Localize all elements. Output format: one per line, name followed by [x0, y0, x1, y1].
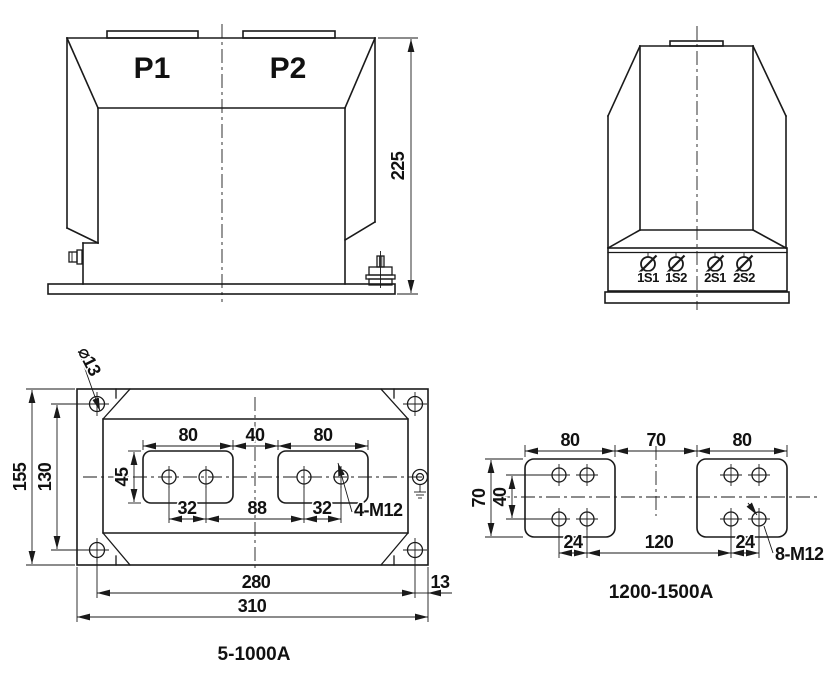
dim-text-32-right: 32: [312, 498, 332, 518]
primary-terminal-label-p2: P2: [270, 52, 307, 85]
pad-right: [696, 458, 788, 538]
dim-text-24-left: 24: [563, 532, 583, 552]
front-view: P1 P2 225: [47, 24, 418, 302]
thread-callout-4m12: 4-M12: [337, 462, 405, 522]
terminal-screw-2s1: [705, 253, 725, 275]
terminal-label-1s1: 1S1: [637, 270, 659, 285]
front-view-outline: [47, 30, 396, 295]
dim-holes-w-280: 280: [96, 558, 416, 598]
thread-callout-8m12: 8-M12: [746, 502, 826, 566]
dim-text-130: 130: [35, 462, 55, 491]
dim-text-88: 88: [247, 498, 267, 518]
dim-pad-height-45: 45: [111, 450, 141, 504]
terminal-label-2s1: 2S1: [704, 270, 726, 285]
secondary-terminal-box: [607, 247, 788, 292]
dim-pads-bottom: 24 120 24: [558, 527, 760, 558]
dim-text-45: 45: [112, 467, 132, 487]
dim-text-120: 120: [645, 532, 674, 552]
secondary-terminals: 1S1 1S2 2S1 2S2: [636, 253, 757, 287]
terminal-label-2s2: 2S2: [733, 270, 755, 285]
caption-1200-1500a: 1200-1500A: [609, 582, 714, 603]
dim-text-40: 40: [490, 487, 510, 507]
dim-pad-widths-top: 80 40 80: [142, 424, 369, 450]
dim-plate-h-155: 155: [9, 388, 75, 566]
ground-bolt-left: [68, 249, 83, 265]
dim-text-80-right: 80: [732, 430, 752, 450]
dim-text-280: 280: [242, 572, 271, 592]
terminal-screw-1s2: [666, 253, 686, 275]
dim-text-13: 13: [430, 572, 450, 592]
mounting-hole: [403, 392, 427, 416]
dim-text-80-left: 80: [178, 425, 198, 445]
ground-terminal: [411, 468, 429, 499]
dim-hole-v-40: 40: [489, 474, 552, 520]
dim-text-24-right: 24: [735, 532, 755, 552]
pad-holes: [548, 464, 770, 530]
dim-holes-v-130: 130: [34, 403, 90, 551]
caption-5-1000a: 5-1000A: [218, 644, 291, 665]
dim-pads-top: 80 70 80: [524, 429, 788, 457]
thread-label-4m12: 4-M12: [354, 500, 403, 520]
dim-height-225: 225: [378, 37, 418, 295]
primary-terminal-tab-left: [106, 30, 199, 39]
primary-terminal-tab-right: [242, 30, 336, 39]
dim-text-80-left: 80: [560, 430, 580, 450]
dim-hole-spans-bottom: 32 88 32: [168, 486, 342, 523]
dim-text-70-gap: 70: [646, 430, 666, 450]
terminal-label-1s2: 1S2: [665, 270, 687, 285]
dim-plate-w-310: 310: [76, 567, 429, 622]
base-plate: [47, 283, 396, 295]
mounting-bolt-right: [365, 251, 396, 288]
dim-text-32-left: 32: [177, 498, 197, 518]
dim-edge-13: 13: [415, 571, 452, 597]
dim-text-dia13: ⌀13: [74, 344, 105, 380]
primary-terminal-label-p1: P1: [134, 52, 171, 85]
terminal-screw-1s1: [638, 253, 658, 275]
dim-text-80-right: 80: [313, 425, 333, 445]
dim-text-310: 310: [238, 596, 267, 616]
terminal-screw-2s2: [734, 253, 754, 275]
side-view: 1S1 1S2 2S1 2S2: [604, 26, 790, 310]
pads-view: 80 70 80 70 40 24 120 24: [468, 429, 827, 605]
pad-left: [524, 458, 616, 538]
dim-text-70: 70: [469, 488, 489, 508]
base-mounting-view: 80 40 80 45 32 88 32 4-M12: [9, 342, 452, 667]
dim-text-40: 40: [245, 425, 265, 445]
dim-text-155: 155: [10, 462, 30, 491]
side-view-outline: [604, 40, 790, 304]
dim-pad-h-70: 70: [468, 458, 523, 538]
hole-dia-callout: ⌀13: [72, 342, 107, 412]
thread-label-8m12: 8-M12: [775, 544, 824, 564]
dim-text-225: 225: [388, 151, 408, 180]
